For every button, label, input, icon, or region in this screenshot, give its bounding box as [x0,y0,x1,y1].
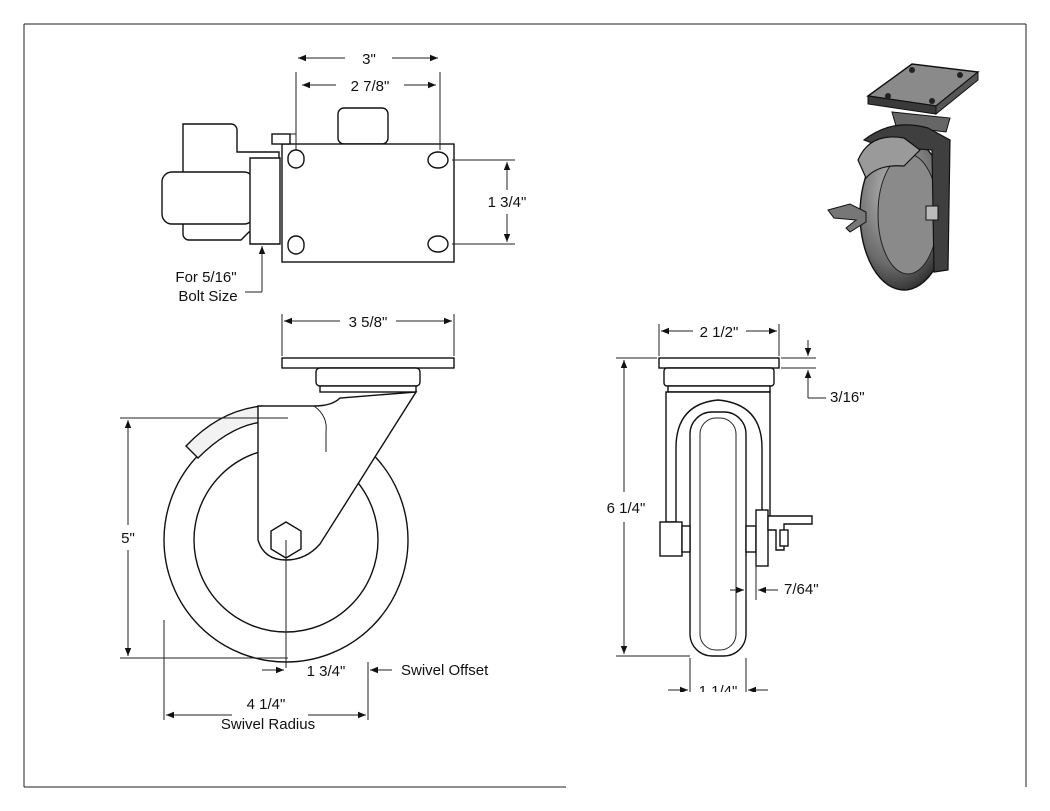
bolt-hole-top-right [427,151,449,169]
dim-plate-thickness: 3/16" [830,389,865,406]
bolt-note-line2: Bolt Size [178,288,237,305]
dim-top-height: 1 3/4" [488,194,527,211]
dim-swivel-radius-label: Swivel Radius [221,716,315,733]
top-plate-outline [281,143,455,263]
dim-swivel-offset-value: 1 3/4" [307,663,346,680]
bolt-note-line1: For 5/16" [175,269,236,286]
dim-top-width-outer: 3" [362,51,376,68]
dim-overall-height-front: 6 1/4" [607,500,646,517]
top-view-rear-tab [337,107,389,145]
top-view: 3" 2 7/8" 1 3/4" For 5/16" Bolt Size [161,51,527,305]
dim-plate-length: 3 5/8" [349,314,388,331]
side-view: 3 5/8" 5" 1 3/4" Swivel Offset 4 1/4" Sw… [120,314,489,733]
drawing-frame [23,23,1027,788]
side-fork-leg [257,391,418,561]
side-swivel-ring [315,367,421,387]
top-view-fork [249,157,281,245]
dim-top-width-inner: 2 7/8" [351,78,390,95]
top-view-wheel [161,171,255,225]
dim-swivel-radius-value: 4 1/4" [247,696,286,713]
iso-axle-nut [925,205,939,221]
front-top-plate [658,357,780,369]
dim-overall-height-side: 5" [121,530,135,547]
isometric-view [827,63,980,291]
front-wheel [689,411,747,657]
bolt-slot-bottom-left [287,235,305,255]
front-brake [767,515,813,551]
front-axle-nut [659,521,683,557]
iso-brake-pedal [827,203,867,233]
iso-brake-hood [857,136,921,180]
iso-fork [862,124,951,273]
side-top-plate [281,357,455,369]
bolt-slot-top-left [287,149,305,169]
front-view: 2 1/2" 3/16" 6 1/4" 7/64" 1 1/4" [607,324,865,706]
dim-swivel-offset-label: Swivel Offset [401,662,489,679]
front-fork [665,391,771,523]
bolt-hole-bottom-right [427,235,449,253]
dim-plate-width-front: 2 1/2" [700,324,739,341]
dim-axle-clearance: 7/64" [784,581,819,598]
